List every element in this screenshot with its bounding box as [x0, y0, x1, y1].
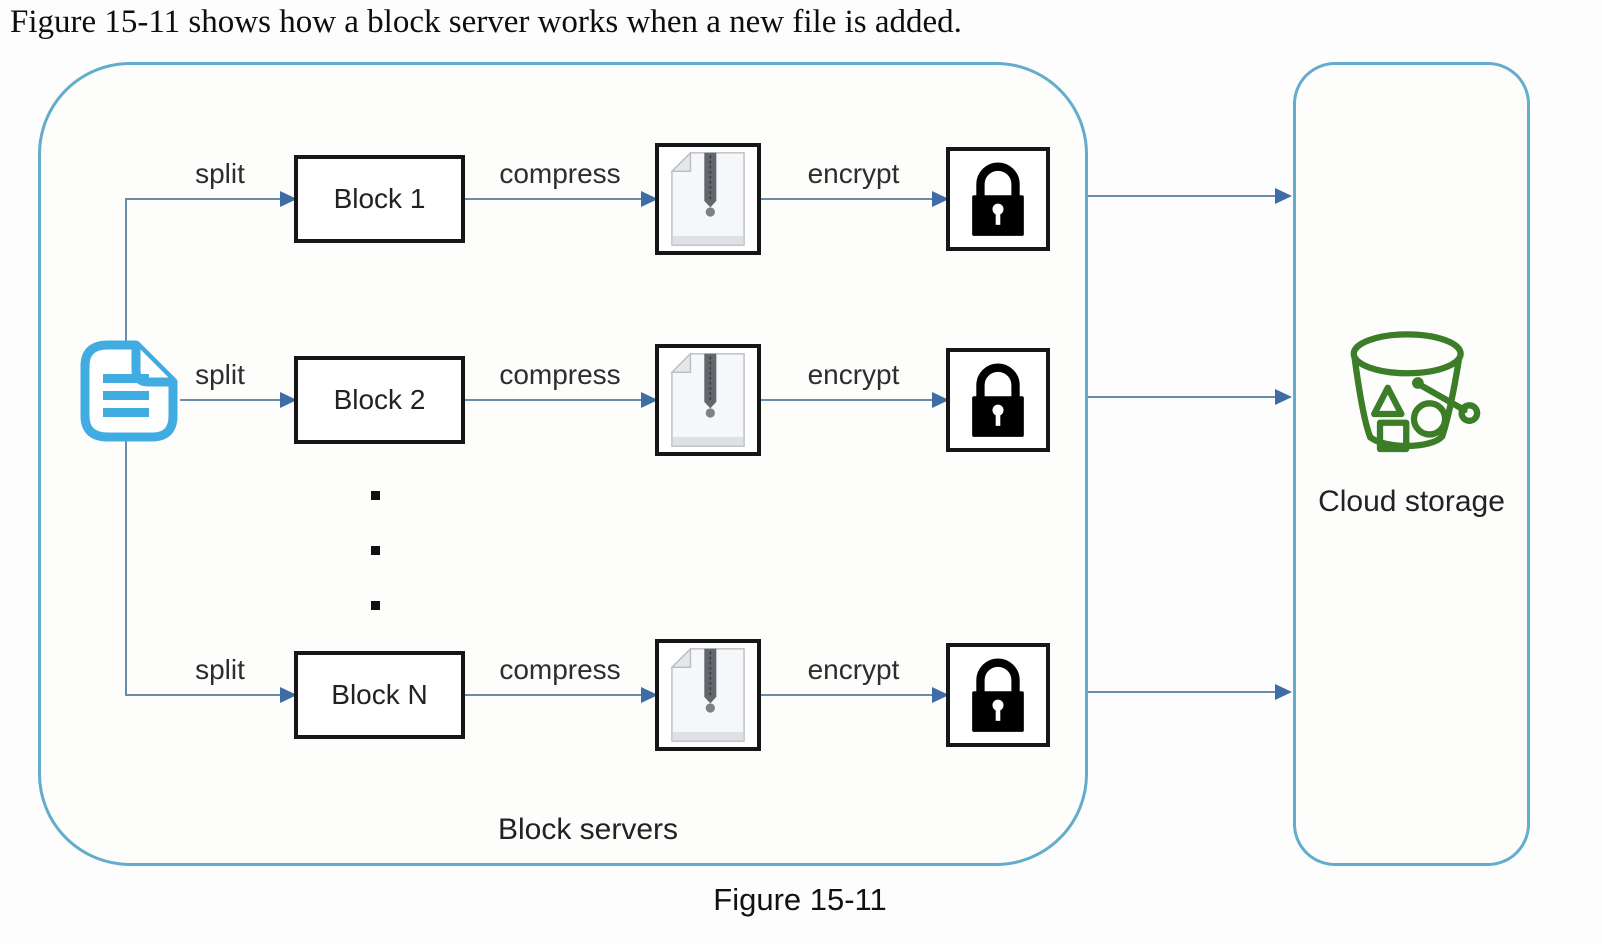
compress-label: compress [499, 158, 621, 189]
encrypt-arrow [761, 191, 949, 207]
split-label: split [195, 158, 245, 189]
cloud-storage-label: Cloud storage [1318, 485, 1505, 518]
zip-file-icon [670, 647, 745, 742]
file-line [103, 374, 149, 383]
split-label: split [195, 654, 245, 685]
block-1-label: Block 1 [333, 183, 426, 214]
compress-label: compress [499, 359, 621, 390]
figure-caption: Figure 15-11 [713, 882, 887, 917]
encrypt-arrow [761, 687, 949, 703]
split-arrow [125, 191, 297, 207]
split-branch-line [125, 198, 127, 696]
compress-arrow [465, 687, 658, 703]
padlock-icon [972, 658, 1024, 732]
encrypted-block-box [946, 147, 1050, 251]
encrypt-arrow [761, 392, 949, 408]
zip-file-icon [670, 151, 745, 246]
file-document-icon [80, 340, 178, 442]
vertical-ellipsis-dots [371, 546, 380, 555]
encrypt-label: encrypt [807, 359, 900, 390]
compressed-block-box [655, 639, 761, 751]
file-line [103, 391, 149, 400]
vertical-ellipsis-dots [371, 491, 380, 500]
encrypted-block-box [946, 643, 1050, 747]
block-2-box: Block 2 [294, 356, 465, 444]
block-n-label: Block N [331, 679, 428, 710]
compress-label: compress [499, 654, 621, 685]
to-cloud-arrow [1088, 684, 1292, 700]
block-1-box: Block 1 [294, 155, 465, 243]
bucket-icon [1350, 331, 1481, 453]
to-cloud-arrow [1088, 188, 1292, 204]
split-arrow [180, 392, 297, 408]
block-servers-container: split Block 1 compress encrypt [38, 62, 1088, 866]
cloud-storage-container: Cloud storage [1293, 62, 1530, 866]
compress-arrow [465, 392, 658, 408]
block-servers-label: Block servers [497, 813, 679, 846]
compress-arrow [465, 191, 658, 207]
split-arrow [125, 687, 297, 703]
block-2-label: Block 2 [333, 384, 426, 415]
intro-text: Figure 15-11 shows how a block server wo… [10, 4, 962, 40]
encrypt-label: encrypt [807, 158, 900, 189]
split-label: split [195, 359, 245, 390]
block-n-box: Block N [294, 651, 465, 739]
padlock-icon [972, 162, 1024, 236]
compressed-block-box [655, 344, 761, 456]
file-line [103, 408, 149, 417]
vertical-ellipsis-dots [371, 601, 380, 610]
zip-file-icon [670, 352, 745, 447]
compressed-block-box [655, 143, 761, 255]
encrypt-label: encrypt [807, 654, 900, 685]
padlock-icon [972, 363, 1024, 437]
to-cloud-arrow [1088, 389, 1292, 405]
encrypted-block-box [946, 348, 1050, 452]
